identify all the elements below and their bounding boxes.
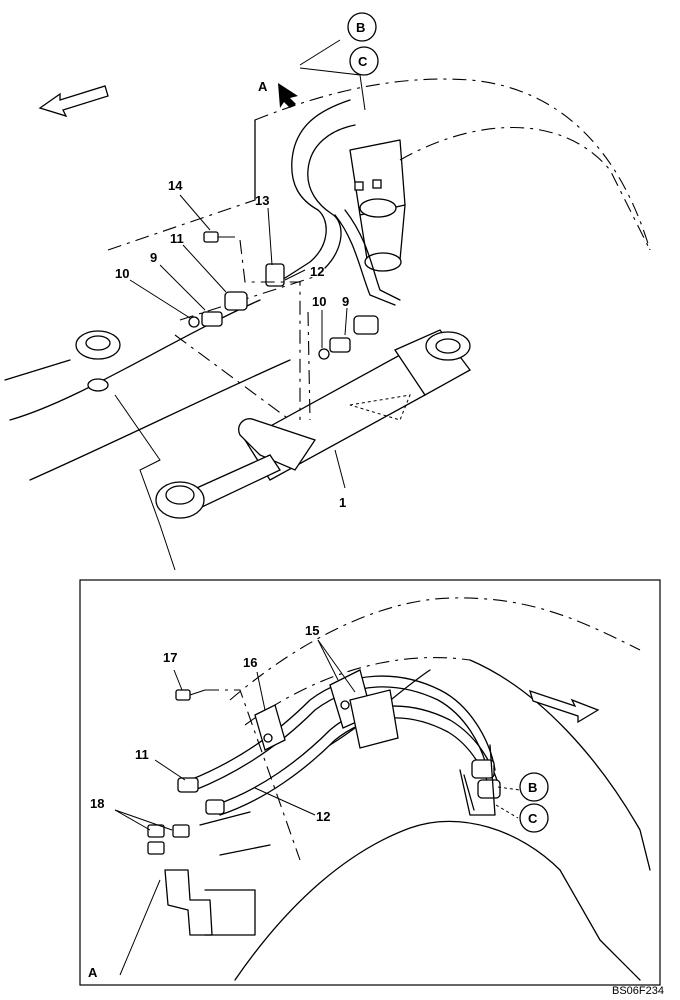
bracket-mounts: [349, 139, 406, 272]
svg-text:C: C: [358, 54, 368, 69]
detail-fittings: [147, 689, 271, 936]
connector-c-top: C: [349, 46, 379, 76]
view-arrow-label: A: [258, 79, 268, 94]
callout-9-right: 9: [342, 294, 349, 309]
eye-pin-left: [75, 330, 121, 392]
callout-14: 14: [168, 178, 183, 193]
callout-13: 13: [255, 193, 269, 208]
leader-lines-detail: [114, 639, 521, 976]
detail-frame: [79, 579, 661, 986]
callout-12: 12: [310, 264, 324, 279]
callout-10-left: 10: [115, 266, 129, 281]
arrow-left-up: [38, 85, 109, 118]
boom-outline: [4, 78, 651, 481]
connector-b-top: B: [347, 12, 377, 42]
detail-clamps: [254, 669, 399, 751]
callout-15: 15: [305, 623, 319, 638]
detail-guard-bracket: [459, 744, 496, 816]
callout-12-detail: 12: [316, 809, 330, 824]
callout-17: 17: [163, 650, 177, 665]
cylinder-assembly: [155, 329, 471, 519]
detail-view-label: A: [88, 965, 98, 980]
callout-16: 16: [243, 655, 257, 670]
callout-11: 11: [170, 231, 184, 246]
hydraulic-hoses-top: [284, 99, 401, 306]
detail-boom-outline: [229, 597, 651, 981]
callout-9-left: 9: [150, 250, 157, 265]
figure-code: BS06F234: [612, 985, 664, 997]
leader-lines-top: [114, 39, 366, 571]
callout-10-right: 10: [312, 294, 326, 309]
svg-text:B: B: [356, 20, 365, 35]
callout-11-detail: 11: [135, 747, 149, 762]
svg-text:B: B: [528, 780, 537, 795]
small-parts-top: [188, 231, 379, 360]
connector-b-detail: B: [519, 772, 549, 802]
view-arrow-a: [278, 83, 298, 108]
detail-hoses: [189, 675, 501, 816]
connector-c-detail: C: [519, 803, 549, 833]
callout-1: 1: [339, 495, 346, 510]
svg-text:C: C: [528, 811, 538, 826]
callout-18: 18: [90, 796, 104, 811]
arrow-right-down: [529, 689, 600, 724]
